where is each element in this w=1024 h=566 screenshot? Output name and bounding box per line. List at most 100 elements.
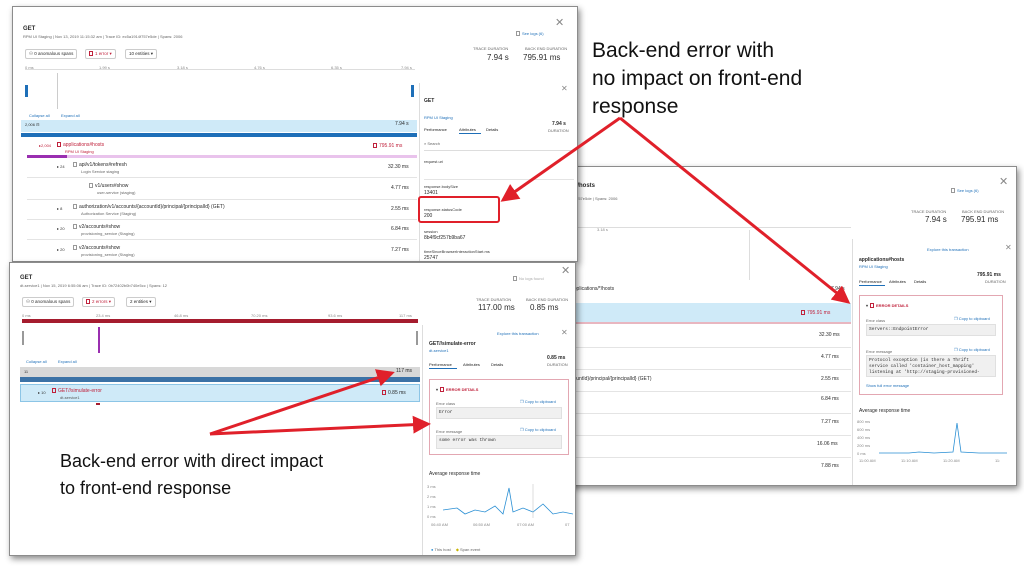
chevron-down-icon: ▾ <box>436 387 439 392</box>
close-icon[interactable]: ✕ <box>999 176 1009 188</box>
tab-performance[interactable]: Performance <box>429 362 452 367</box>
timeline-axis <box>569 227 851 228</box>
arrow-to-error-details <box>619 116 851 304</box>
anomaly-icon: ⚇ <box>29 51 35 56</box>
response-line <box>879 422 1007 454</box>
span-row-name[interactable]: v1/users#show <box>89 183 128 189</box>
timeline-handle-left[interactable] <box>25 85 28 97</box>
span-row-name[interactable]: GET//simulate-error <box>52 388 102 394</box>
error-message-label: Error message <box>866 349 893 354</box>
tab-details[interactable]: Details <box>914 279 927 284</box>
tab-attributes[interactable]: Attributes <box>459 127 476 132</box>
selected-row[interactable] <box>569 303 851 323</box>
close-panel-icon[interactable]: ✕ <box>561 84 568 93</box>
span-row-sub: RPM UI Staging <box>65 149 94 154</box>
span-row-duration: 7.27 ms <box>391 247 409 253</box>
trace-duration-label: TRACE DURATION <box>476 297 512 302</box>
row-duration-error: 795.91 ms <box>801 310 830 316</box>
collapse-all-link[interactable]: Collapse all <box>26 359 47 364</box>
span-row-sub: Login Service staging <box>81 169 120 174</box>
error-class-value: Servers::EndpointError <box>866 324 996 336</box>
root-span-row[interactable] <box>21 120 417 132</box>
close-panel-icon[interactable]: ✕ <box>1005 243 1012 252</box>
search-input[interactable]: ⌕ Search <box>424 141 574 151</box>
span-event-icon: ◆ <box>455 547 461 552</box>
root-span-row[interactable] <box>20 367 420 377</box>
span-row-name[interactable]: applications#hosts <box>57 142 104 148</box>
expand-all-link[interactable]: Expand all <box>58 359 77 364</box>
panel-duration: 7.94 s <box>552 121 566 127</box>
avg-response-chart: 3 ms 2 ms 1 ms 0 ms 06:40 AM 06:50 AM 07… <box>427 480 575 538</box>
trace-duration-label: TRACE DURATION <box>473 46 509 51</box>
span-row-name[interactable]: api/v1/tokens#refresh <box>73 162 127 168</box>
anomalous-spans-filter[interactable]: ⚇ 0 anomalous spans <box>22 297 75 307</box>
tab-details[interactable]: Details <box>486 127 499 132</box>
anomalous-spans-filter[interactable]: ⚇ 0 anomalous spans <box>25 49 78 59</box>
errors-filter[interactable]: 1 error ▾ <box>85 49 116 59</box>
minimap-line <box>57 73 58 109</box>
error-bar <box>27 155 417 158</box>
timeline-handle-right[interactable] <box>416 331 418 345</box>
tab-performance[interactable]: Performance <box>859 279 882 284</box>
root-bar <box>20 377 420 382</box>
error-details-header[interactable]: ▾ERROR DETAILS <box>436 387 479 393</box>
panel-app: RPM UI Staging <box>859 264 888 269</box>
tab-details[interactable]: Details <box>491 362 504 367</box>
explore-transaction-link[interactable]: Explore this transaction <box>497 331 539 336</box>
error-details-header[interactable]: ▾ERROR DETAILS <box>866 303 909 309</box>
copy-button[interactable]: ❐ Copy to clipboard <box>954 316 990 321</box>
tab-performance[interactable]: Performance <box>424 127 447 132</box>
chevron-right-icon: ▸ <box>57 206 60 211</box>
logs-icon <box>951 188 955 194</box>
close-icon[interactable]: ✕ <box>561 265 571 277</box>
panel-duration: 795.91 ms <box>977 272 1001 278</box>
close-icon[interactable]: ✕ <box>555 17 565 29</box>
legend-dot-icon: ● <box>431 547 435 552</box>
backend-duration: 0.85 ms <box>530 303 559 312</box>
tab-attributes[interactable]: Attributes <box>463 362 480 367</box>
see-logs-link[interactable]: See logs (6) <box>951 188 979 194</box>
show-full-link[interactable]: Show full error message <box>866 383 910 388</box>
timeline-tick: 4.76 s <box>254 65 265 70</box>
timeline-error-bar <box>22 319 418 323</box>
copy-button[interactable]: ❐ Copy to clipboard <box>520 427 556 432</box>
tab-attributes[interactable]: Attributes <box>889 279 906 284</box>
span-row-duration: 4.77 ms <box>391 185 409 191</box>
attr-key: timeSinceBrowserInteractionStart.ms <box>424 249 490 254</box>
entities-filter[interactable]: 10 entities ▾ <box>125 49 158 59</box>
close-panel-icon[interactable]: ✕ <box>561 328 568 337</box>
copy-button[interactable]: ❐ Copy to clipboard <box>520 399 556 404</box>
row-duration: 2.55 ms <box>821 376 839 382</box>
timeline-tick: 23.4 ms <box>96 313 111 318</box>
error-icon <box>440 387 445 393</box>
entities-filter[interactable]: 2 entities ▾ <box>126 297 156 307</box>
span-row-name[interactable]: authorization/v1/accounts/{accountId}/pr… <box>73 204 225 210</box>
span-row-name[interactable]: v2/accounts#show <box>73 245 120 251</box>
span-row-count: ▸ 20 <box>57 226 65 231</box>
annotation-top: Back-end error with no impact on front-e… <box>592 39 803 118</box>
span-row-duration: 0.85 ms <box>382 390 406 396</box>
error-message-value: Protocol exception (is there a Thrift se… <box>866 355 996 377</box>
timeline-tick: 70.20 ms <box>251 313 268 318</box>
panel-duration-label: DURATION <box>548 128 569 133</box>
span-icon <box>57 142 61 148</box>
timeline-handle-right[interactable] <box>411 85 414 97</box>
expand-all-link[interactable]: Expand all <box>61 113 80 118</box>
see-logs-link[interactable]: See logs (6) <box>516 31 544 37</box>
trace-duration-label: TRACE DURATION <box>911 209 947 214</box>
span-icon <box>89 183 93 189</box>
span-row-duration: 795.91 ms <box>373 143 402 149</box>
avg-response-title: Average response time <box>429 471 481 477</box>
timeline-handle-left[interactable] <box>22 331 24 345</box>
copy-button[interactable]: ❐ Copy to clipboard <box>954 347 990 352</box>
collapse-all-link[interactable]: Collapse all <box>29 113 50 118</box>
timeline-axis <box>25 69 415 70</box>
arrow-to-root-span <box>209 369 395 436</box>
errors-filter[interactable]: 2 errors ▾ <box>82 297 116 307</box>
attr-value: 200 <box>424 213 433 219</box>
attr-value: 25747 <box>424 255 438 261</box>
span-row-count: ▸ 24 <box>57 164 65 169</box>
explore-transaction-link[interactable]: Explore this transaction <box>927 247 969 252</box>
span-row-name[interactable]: v2/accounts#show <box>73 224 120 230</box>
error-message-value: some error was thrown <box>436 435 562 449</box>
